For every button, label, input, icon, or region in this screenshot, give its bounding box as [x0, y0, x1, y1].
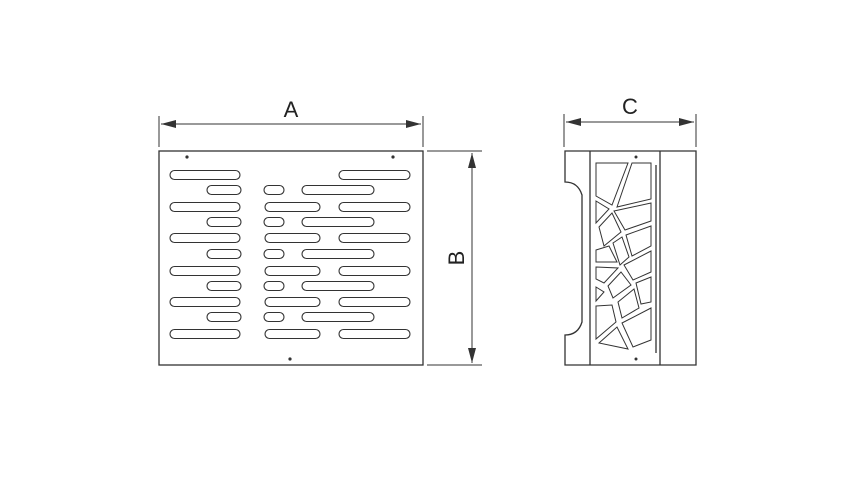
ventilation-slot: [338, 328, 411, 340]
lattice-pattern: [595, 162, 652, 350]
ventilation-slot: [263, 248, 285, 260]
front-view: A B: [158, 97, 482, 366]
ventilation-slot: [206, 248, 242, 260]
ventilation-slot: [338, 296, 411, 308]
dimension-b-label: B: [444, 251, 469, 266]
dimension-b: B: [427, 150, 482, 366]
ventilation-slot: [264, 265, 321, 277]
ventilation-slot: [301, 184, 375, 196]
ventilation-slot: [206, 184, 242, 196]
ventilation-slot: [338, 169, 411, 181]
ventilation-slot: [169, 232, 241, 244]
mounting-hole: [185, 155, 189, 159]
ventilation-slot: [206, 216, 242, 228]
ventilation-slot: [169, 201, 241, 213]
ventilation-slot: [264, 328, 321, 340]
dimension-a-label: A: [284, 97, 299, 122]
ventilation-slot: [169, 169, 241, 181]
ventilation-slot: [263, 280, 285, 292]
ventilation-slots: [169, 169, 411, 340]
ventilation-slot: [264, 201, 321, 213]
ventilation-slot: [206, 311, 242, 323]
ventilation-slot: [301, 216, 375, 228]
ventilation-slot: [264, 232, 321, 244]
mounting-hole: [634, 357, 638, 361]
ventilation-slot: [169, 328, 241, 340]
ventilation-slot: [263, 311, 285, 323]
mounting-hole: [634, 155, 638, 159]
ventilation-slot: [264, 296, 321, 308]
dimension-a: A: [158, 97, 424, 147]
dimension-c: C: [563, 94, 697, 147]
ventilation-slot: [206, 280, 242, 292]
ventilation-slot: [169, 296, 241, 308]
mounting-hole: [391, 155, 395, 159]
ventilation-slot: [263, 216, 285, 228]
ventilation-slot: [338, 265, 411, 277]
mounting-hole: [288, 357, 292, 361]
ventilation-slot: [301, 248, 375, 260]
ventilation-slot: [338, 232, 411, 244]
side-view: C: [563, 94, 697, 366]
dimension-c-label: C: [622, 94, 638, 119]
ventilation-slot: [301, 311, 375, 323]
ventilation-slot: [263, 184, 285, 196]
ventilation-slot: [338, 201, 411, 213]
ventilation-slot: [301, 280, 375, 292]
ventilation-slot: [169, 265, 241, 277]
